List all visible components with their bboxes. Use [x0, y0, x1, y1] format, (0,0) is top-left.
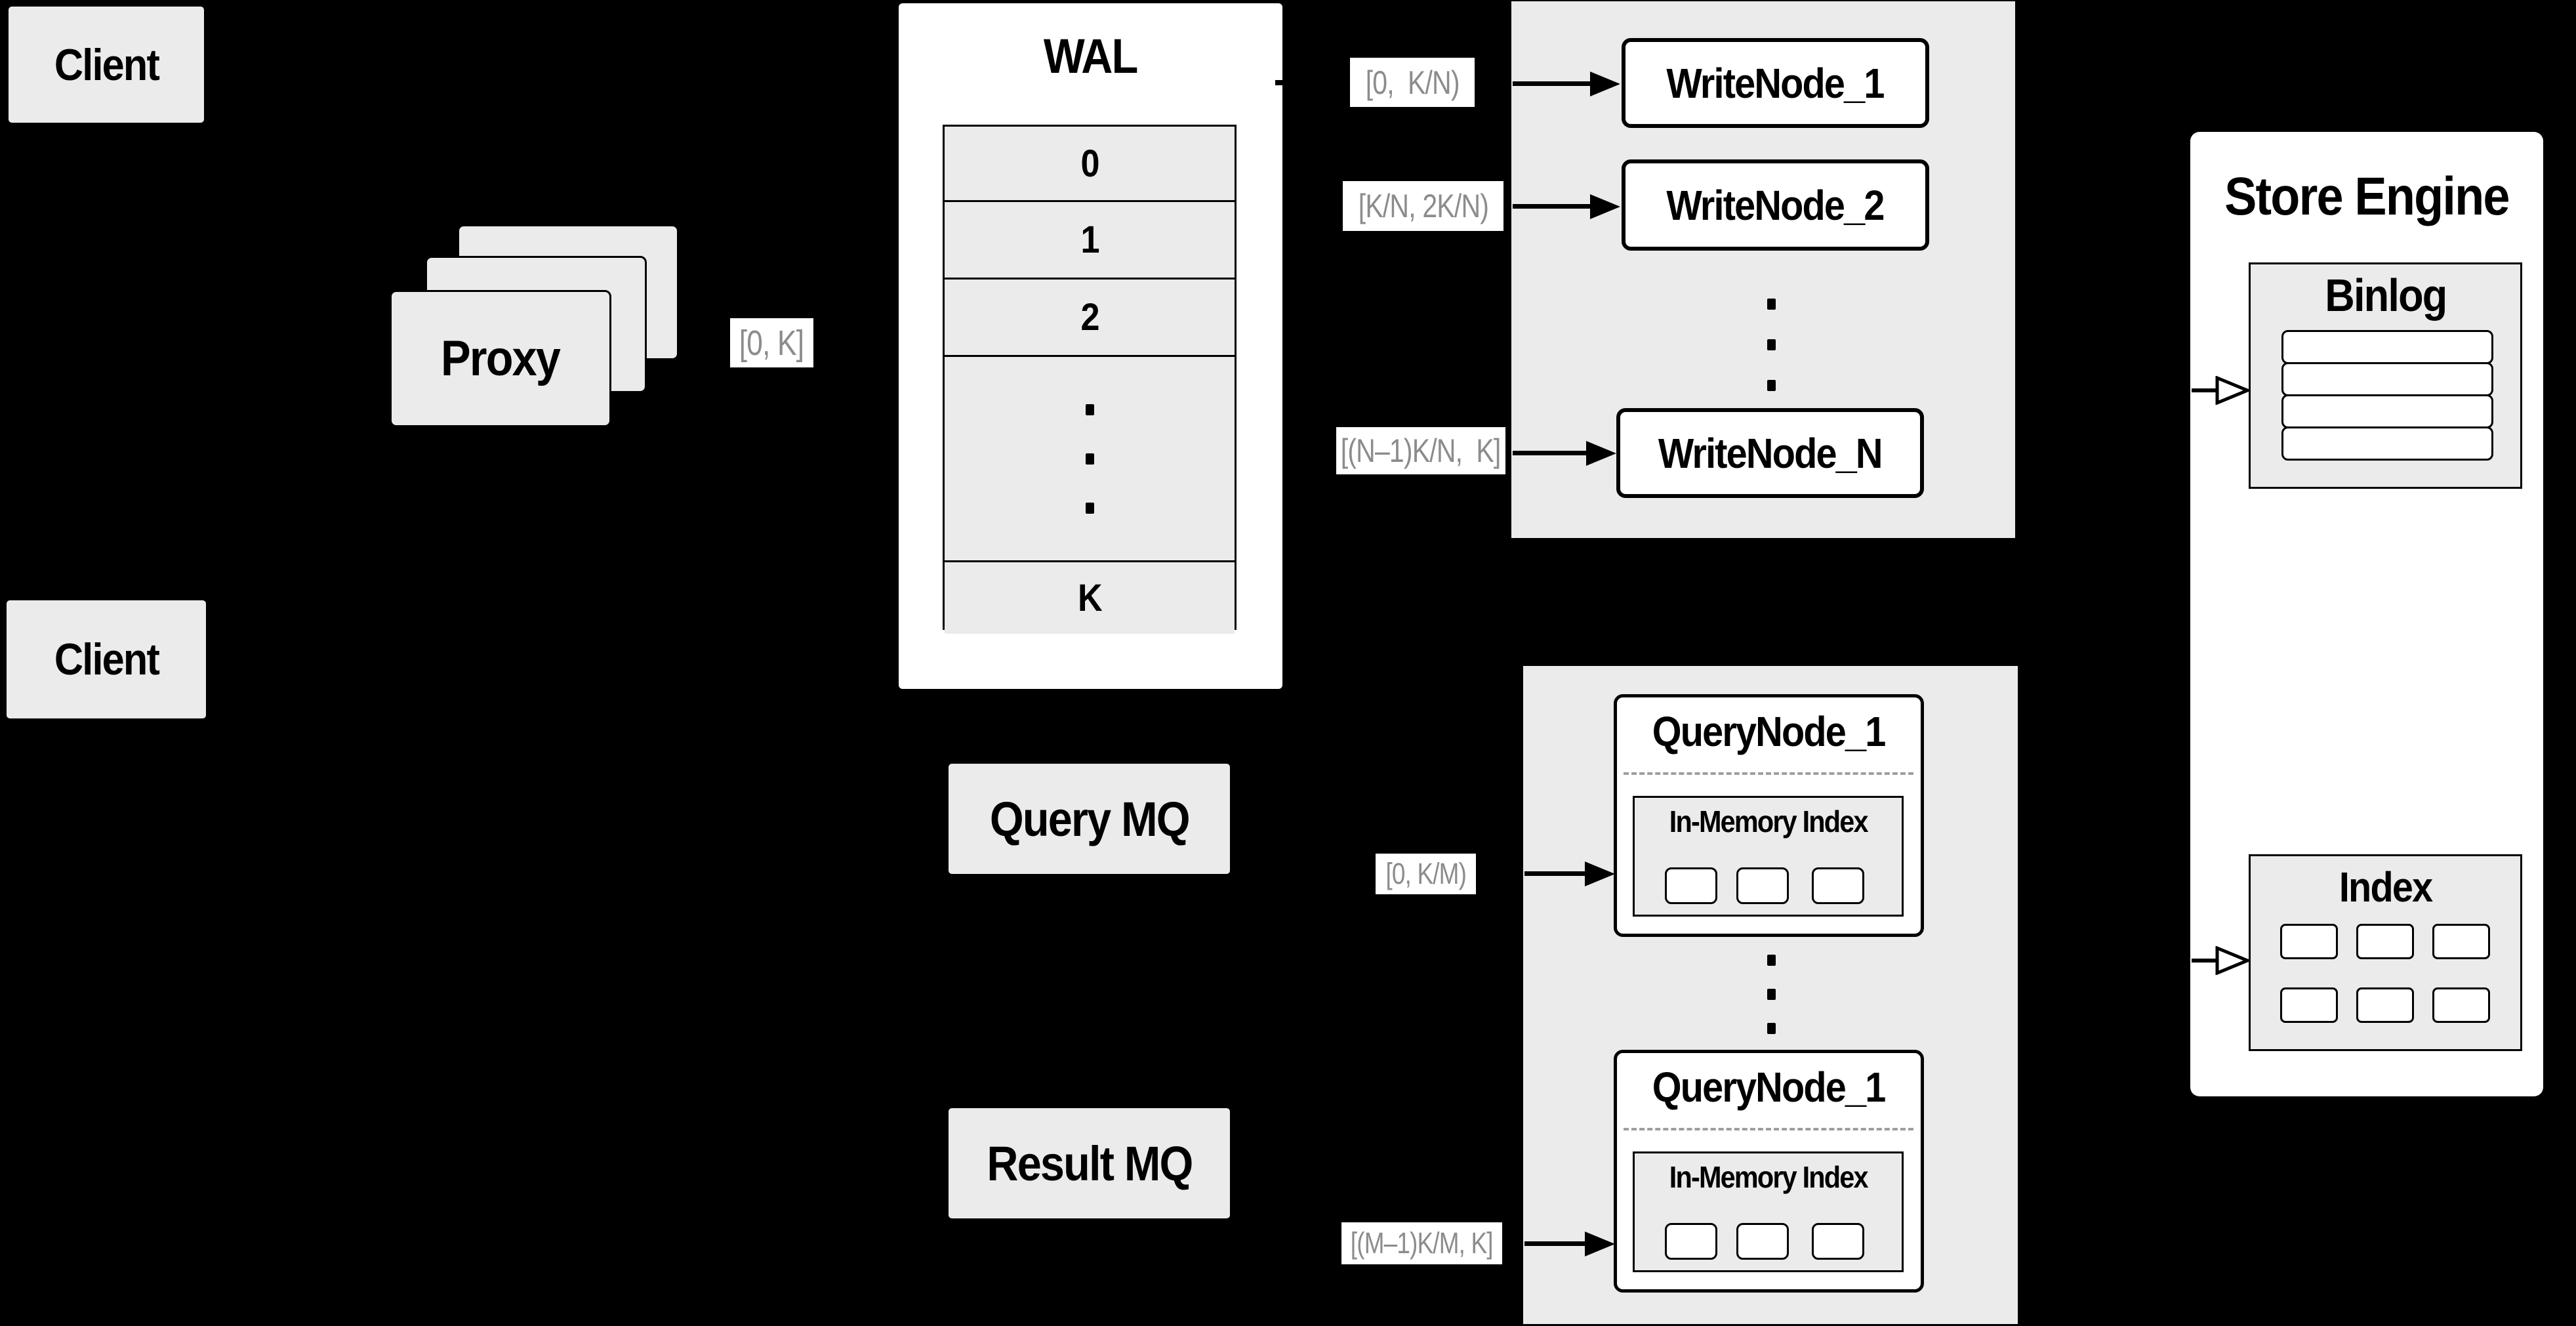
proxy-label: Proxy [441, 331, 561, 386]
wal-segment-row: K [945, 562, 1235, 634]
query-node-2-title: QueryNode_1 [1652, 1064, 1887, 1111]
query-node-1-title-wrap: QueryNode_1 [1614, 705, 1924, 758]
store-index-title-wrap: Index [2249, 861, 2522, 913]
query-node-1-title: QueryNode_1 [1652, 708, 1887, 755]
arrow-head-write-2 [1590, 194, 1620, 219]
index-segment [1665, 867, 1717, 904]
arrow-head-index [2215, 946, 2249, 975]
range-chip-write-2: [K/N, 2K/N) [1343, 181, 1503, 231]
wal-title: WAL [1044, 28, 1138, 83]
range-chip-query-1-text: [0, K/M) [1385, 857, 1466, 890]
arrow-line-write-n [1513, 451, 1586, 455]
write-node-n-label: WriteNode_N [1658, 429, 1883, 477]
write-node-1-label: WriteNode_1 [1666, 59, 1885, 107]
range-chip-query-m-text: [(M–1)K/M, K] [1351, 1226, 1494, 1260]
arrow-line-query-1 [1524, 871, 1590, 876]
in-memory-index-2-title-wrap: In-Memory Index [1633, 1157, 1904, 1197]
wal-ellipsis-cell [945, 357, 1235, 562]
write-node-n-box: WriteNode_N [1616, 408, 1924, 498]
range-chip-proxy-to-wal-text: [0, K] [739, 323, 804, 363]
range-chip-query-m: [(M–1)K/M, K] [1341, 1222, 1502, 1264]
store-engine-title: Store Engine [2224, 167, 2510, 226]
index-segment [2356, 987, 2414, 1023]
wal-segment-table: 0 1 2 K [943, 125, 1237, 634]
index-segment [1812, 867, 1864, 904]
in-memory-index-1-title: In-Memory Index [1669, 804, 1869, 839]
wal-segment-k: K [1078, 577, 1103, 619]
query-node-2-title-wrap: QueryNode_1 [1614, 1061, 1924, 1113]
index-segment [2432, 987, 2490, 1023]
index-segment [1736, 1223, 1789, 1260]
wal-segment-row: 0 [945, 127, 1235, 202]
index-segment [2356, 924, 2414, 959]
index-segment [1665, 1223, 1717, 1260]
query-mq-box: Query MQ [947, 762, 1232, 876]
range-chip-write-1: [0, K/N) [1350, 58, 1475, 107]
client-bottom-label: Client [54, 634, 159, 684]
arrow-head-query-m [1585, 1232, 1615, 1256]
client-top-box: Client [7, 5, 206, 125]
index-segment [2432, 924, 2490, 959]
result-mq-label: Result MQ [986, 1136, 1193, 1191]
query-mq-label: Query MQ [989, 791, 1191, 846]
binlog-row [2281, 362, 2493, 396]
proxy-box: Proxy [390, 290, 611, 427]
ellipsis-dots [1767, 955, 1776, 1034]
index-segment [1812, 1223, 1864, 1260]
wal-segment-row: 2 [945, 280, 1235, 357]
index-segment [2280, 924, 2338, 959]
wal-segment-1: 1 [1080, 218, 1099, 261]
in-memory-index-1-title-wrap: In-Memory Index [1633, 802, 1904, 841]
range-chip-write-n: [(N–1)K/N, K] [1336, 427, 1505, 474]
binlog-row [2281, 330, 2493, 364]
range-chip-write-n-text: [(N–1)K/N, K] [1341, 432, 1502, 469]
range-chip-proxy-to-wal: [0, K] [730, 318, 813, 367]
arrow-line-binlog [2192, 388, 2218, 392]
wal-arrow-stub [1275, 80, 1284, 85]
query-node-2-separator [1624, 1128, 1913, 1130]
arrow-line-query-m [1524, 1241, 1590, 1246]
result-mq-box: Result MQ [947, 1106, 1232, 1220]
write-node-2-label: WriteNode_2 [1666, 181, 1885, 229]
wal-segment-2: 2 [1080, 296, 1099, 339]
arrow-head-write-1 [1590, 72, 1620, 96]
range-chip-write-1-text: [0, K/N) [1365, 64, 1460, 101]
client-bottom-box: Client [5, 598, 208, 720]
arrow-line-write-2 [1513, 204, 1591, 209]
wal-segment-row: 1 [945, 202, 1235, 280]
ellipsis-dots [1085, 404, 1094, 514]
binlog-title: Binlog [2324, 270, 2447, 321]
binlog-row [2281, 394, 2493, 428]
in-memory-index-2-title: In-Memory Index [1669, 1160, 1869, 1194]
wal-title-wrap: WAL [899, 26, 1282, 85]
binlog-row [2281, 426, 2493, 461]
index-segment [2280, 987, 2338, 1023]
client-top-label: Client [54, 39, 159, 90]
binlog-title-wrap: Binlog [2249, 269, 2522, 321]
range-chip-query-1: [0, K/M) [1376, 854, 1476, 894]
arrow-head-write-n [1586, 441, 1616, 466]
write-node-2-box: WriteNode_2 [1622, 159, 1929, 251]
wal-segment-0: 0 [1080, 142, 1099, 185]
ellipsis-dots [1767, 299, 1776, 391]
arrow-head-query-1 [1585, 861, 1615, 886]
index-segment [1736, 867, 1789, 904]
range-chip-write-2-text: [K/N, 2K/N) [1358, 188, 1488, 224]
arrow-line-index [2192, 959, 2218, 963]
arrow-head-binlog [2215, 376, 2249, 405]
write-node-1-box: WriteNode_1 [1622, 38, 1929, 128]
store-index-title: Index [2339, 863, 2433, 911]
query-node-1-separator [1624, 772, 1913, 775]
arrow-line-write-1 [1513, 81, 1591, 86]
store-engine-title-wrap: Store Engine [2190, 167, 2543, 226]
